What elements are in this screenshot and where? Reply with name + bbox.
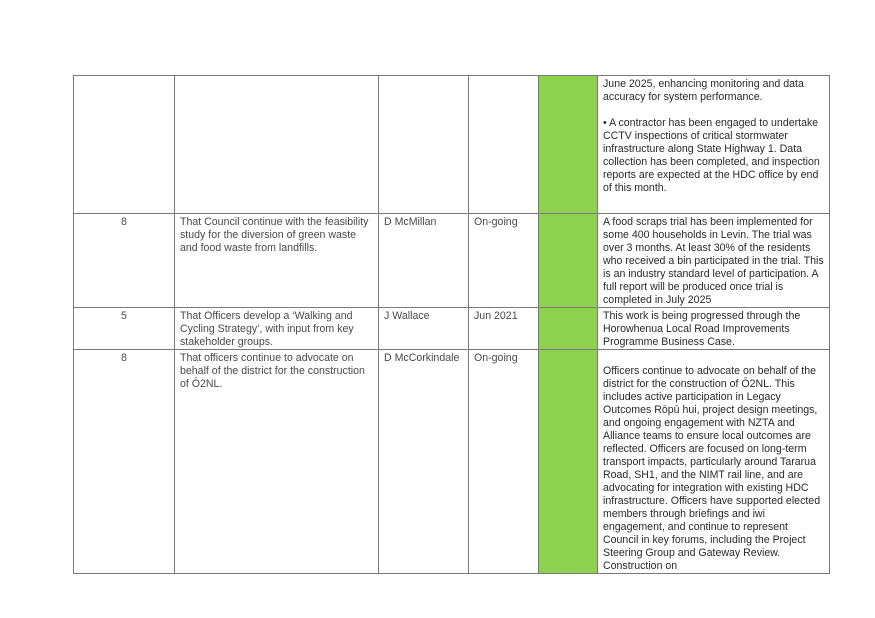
resolutions-table: June 2025, enhancing monitoring and data… <box>73 75 830 574</box>
status-indicator <box>538 213 598 308</box>
row-number: 8 <box>73 349 175 574</box>
progress-paragraph: • A contractor has been engaged to under… <box>603 117 823 194</box>
table-row: June 2025, enhancing monitoring and data… <box>73 75 830 214</box>
progress-comment: A food scraps trial has been implemented… <box>597 213 830 308</box>
progress-paragraph: This work is being progressed through th… <box>603 310 804 348</box>
responsible-officer <box>378 75 469 214</box>
resolution-text: That Council continue with the feasibili… <box>174 213 379 308</box>
table-row: 8 That officers continue to advocate on … <box>73 349 830 574</box>
status-indicator <box>538 75 598 214</box>
timeframe <box>468 75 539 214</box>
resolution-text: That officers continue to advocate on be… <box>174 349 379 574</box>
status-indicator <box>538 307 598 350</box>
table-row: 8 That Council continue with the feasibi… <box>73 213 830 308</box>
row-number: 5 <box>73 307 175 350</box>
progress-comment: Officers continue to advocate on behalf … <box>597 349 830 574</box>
progress-comment: This work is being progressed through th… <box>597 307 830 350</box>
timeframe: Jun 2021 <box>468 307 539 350</box>
table-row: 5 That Officers develop a ‘Walking and C… <box>73 307 830 350</box>
progress-paragraph: Officers continue to advocate on behalf … <box>603 365 824 572</box>
responsible-officer: D McCorkindale <box>378 349 469 574</box>
progress-paragraph: A food scraps trial has been implemented… <box>603 216 827 306</box>
responsible-officer: J Wallace <box>378 307 469 350</box>
responsible-officer: D McMillan <box>378 213 469 308</box>
timeframe: On-going <box>468 213 539 308</box>
resolution-text <box>174 75 379 214</box>
progress-comment: June 2025, enhancing monitoring and data… <box>597 75 830 214</box>
progress-paragraph: June 2025, enhancing monitoring and data… <box>603 78 807 103</box>
row-number: 8 <box>73 213 175 308</box>
status-indicator <box>538 349 598 574</box>
resolution-text: That Officers develop a ‘Walking and Cyc… <box>174 307 379 350</box>
timeframe: On-going <box>468 349 539 574</box>
row-number <box>73 75 175 214</box>
